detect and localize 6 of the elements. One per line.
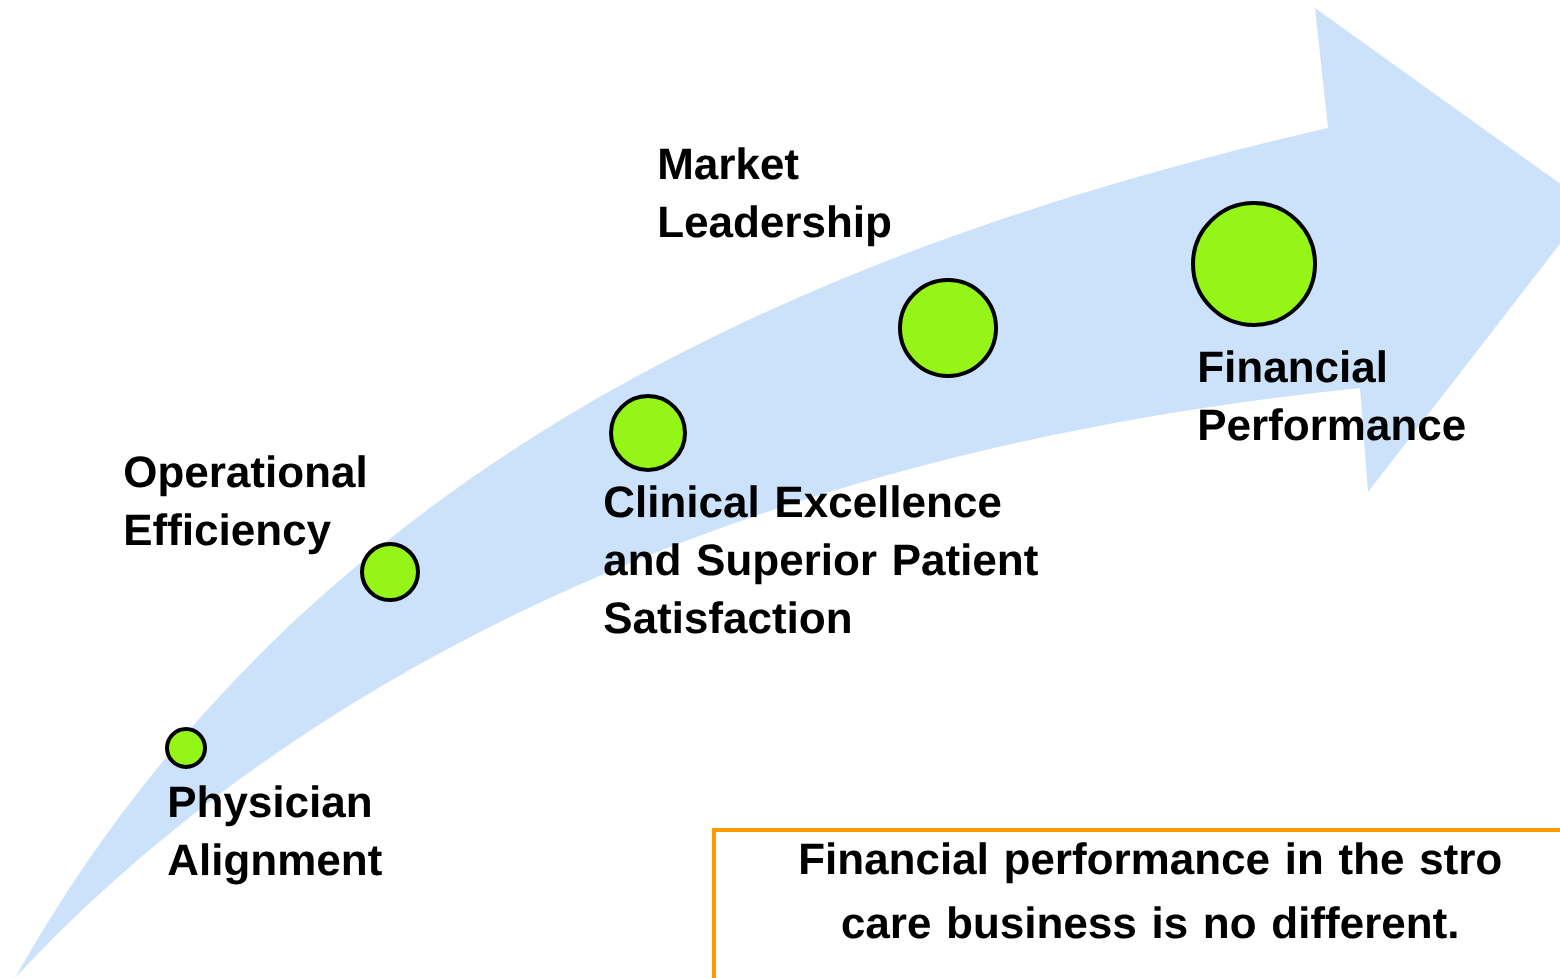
dot-label: Operational Efficiency [125,455,365,555]
dot-label: Clinical Excellence and Superior Patient Satisfaction [604,485,1038,634]
dot-label: Financial Performance [1200,350,1465,441]
dot-label: Physician Alignment [168,785,382,885]
dot-label: Market Leadership [660,147,891,247]
note-box: Financial performance in the stro care business is no different. [712,828,1560,978]
